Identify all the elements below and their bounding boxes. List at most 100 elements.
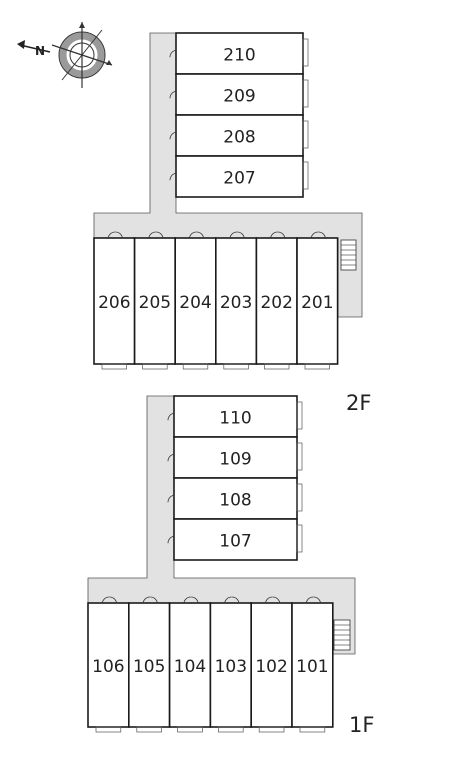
unit-outline: [215, 237, 258, 365]
door-icon: [150, 596, 158, 604]
unit-outline: [128, 602, 171, 728]
unit-number: 201: [301, 293, 333, 313]
door-icon: [310, 231, 319, 239]
unit-outline: [175, 73, 304, 116]
door-icon: [270, 231, 278, 239]
unit-203: 203: [215, 231, 258, 370]
door-icon: [191, 596, 199, 604]
door-icon: [148, 231, 156, 239]
unit-outline: [296, 237, 339, 365]
unit-outline: [255, 237, 298, 365]
unit-108: 108: [167, 477, 303, 520]
compass: N: [17, 22, 113, 88]
unit-202: 202: [255, 231, 298, 370]
unit-outline: [173, 395, 298, 438]
floor-label-2f: 2F: [346, 391, 371, 415]
unit-208: 208: [169, 114, 309, 157]
door-icon: [313, 596, 321, 604]
door-icon: [196, 231, 205, 239]
unit-105: 105: [128, 596, 171, 733]
balcony: [296, 524, 303, 553]
door-icon: [318, 231, 326, 239]
unit-number: 204: [179, 293, 211, 313]
balcony: [177, 726, 203, 733]
door-icon: [224, 596, 232, 604]
unit-number: 106: [92, 657, 124, 677]
door-icon: [231, 596, 240, 604]
staircase-2f: [340, 239, 357, 271]
door-icon: [109, 596, 117, 604]
unit-102: 102: [250, 596, 293, 733]
door-icon: [107, 231, 116, 239]
units-1f-upper-row: 110 109 108 107: [167, 395, 303, 561]
units-2f-lower-row: 206 205 204 203 202 201: [93, 231, 339, 370]
unit-number: 206: [98, 293, 130, 313]
balcony: [302, 38, 309, 67]
unit-number: 101: [296, 657, 328, 677]
balcony: [302, 161, 309, 190]
unit-210: 210: [169, 32, 309, 75]
unit-206: 206: [93, 231, 136, 370]
floor-label-1f: 1F: [349, 713, 374, 737]
door-icon: [169, 131, 177, 140]
compass-rose-icon: [51, 22, 113, 88]
unit-209: 209: [169, 73, 309, 116]
balcony: [95, 726, 122, 733]
unit-number: 208: [223, 128, 255, 148]
unit-number: 105: [133, 657, 165, 677]
door-icon: [265, 596, 273, 604]
unit-201: 201: [296, 231, 339, 370]
balcony: [101, 363, 127, 370]
door-icon: [142, 596, 151, 604]
unit-number: 103: [215, 657, 247, 677]
unit-number: 107: [219, 532, 251, 552]
unit-outline: [133, 237, 177, 365]
unit-number: 202: [260, 293, 292, 313]
balcony: [302, 120, 309, 149]
door-icon: [272, 596, 281, 604]
unit-107: 107: [167, 518, 303, 561]
balcony: [264, 363, 290, 370]
door-icon: [169, 49, 177, 58]
unit-number: 207: [223, 169, 255, 189]
unit-number: 102: [255, 657, 287, 677]
unit-number: 109: [219, 450, 251, 470]
balcony: [142, 363, 168, 370]
door-icon: [277, 231, 286, 239]
unit-103: 103: [209, 596, 252, 733]
unit-number: 205: [139, 293, 171, 313]
balcony: [296, 442, 303, 471]
balcony: [299, 726, 326, 733]
unit-207: 207: [169, 155, 309, 198]
door-icon: [183, 596, 191, 604]
balcony: [304, 363, 330, 370]
balcony: [302, 79, 309, 108]
north-label: N: [35, 44, 45, 58]
unit-number: 110: [219, 409, 251, 429]
unit-number: 210: [223, 46, 255, 66]
unit-number: 203: [220, 293, 252, 313]
door-icon: [167, 453, 175, 462]
door-icon: [189, 231, 197, 239]
balcony: [296, 401, 303, 430]
balcony: [223, 363, 249, 370]
unit-106: 106: [87, 596, 130, 733]
unit-101: 101: [291, 596, 334, 733]
unit-204: 204: [174, 231, 217, 370]
unit-number: 209: [223, 87, 255, 107]
door-icon: [169, 172, 177, 181]
door-icon: [101, 596, 110, 604]
units-2f-upper-row: 210 209 208 207: [169, 32, 309, 198]
door-icon: [167, 412, 175, 421]
balcony: [296, 483, 303, 512]
north-arrow-icon: [17, 40, 51, 53]
balcony: [136, 726, 162, 733]
door-icon: [167, 494, 175, 503]
balcony: [258, 726, 285, 733]
unit-205: 205: [133, 231, 177, 370]
balcony: [218, 726, 244, 733]
unit-number: 108: [219, 491, 251, 511]
unit-109: 109: [167, 436, 303, 479]
